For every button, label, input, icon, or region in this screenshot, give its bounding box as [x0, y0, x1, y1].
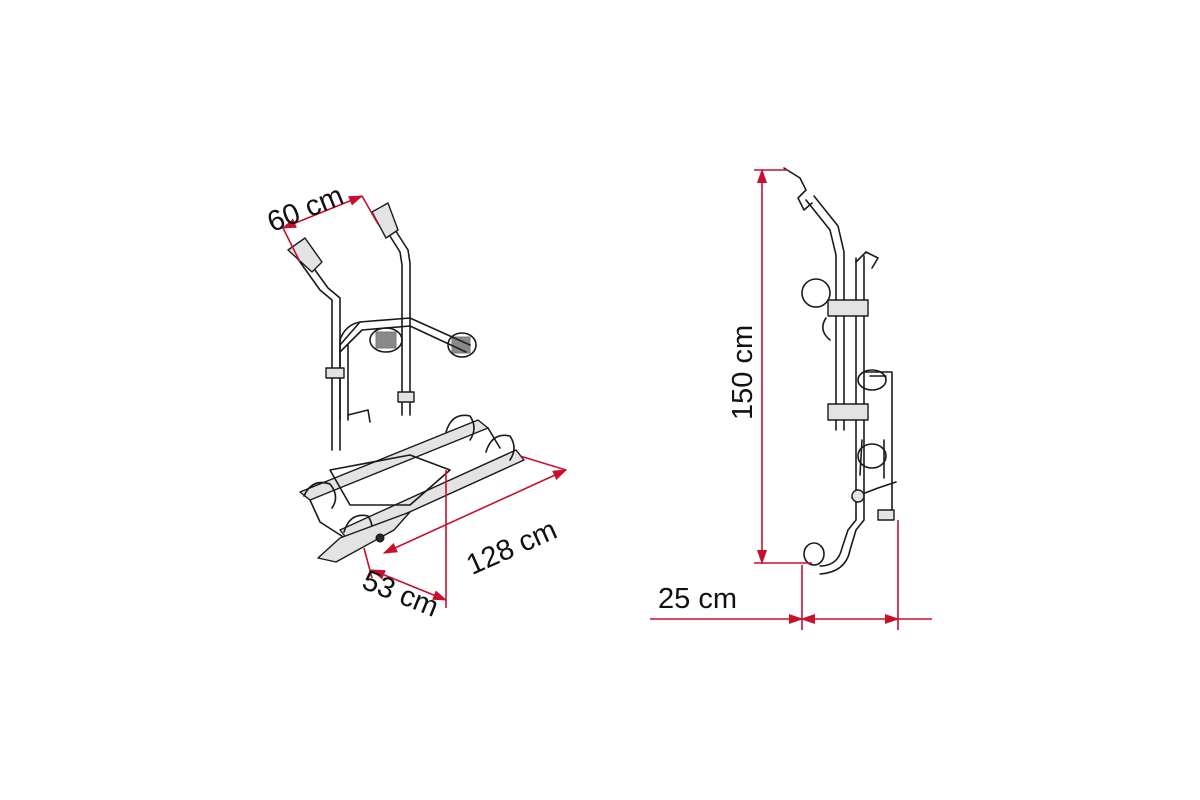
right-upright-bracket — [397, 391, 415, 403]
right-mid-strap — [447, 332, 477, 358]
depth-dimension-line — [370, 569, 448, 601]
width-top-extension-right — [361, 195, 379, 225]
rack-side-view — [783, 167, 897, 575]
lower-pivot — [851, 489, 865, 503]
side-top-hook — [783, 167, 813, 211]
mid-cross-brace — [339, 317, 471, 353]
length-extension — [519, 455, 567, 471]
side-top-knob — [855, 251, 879, 269]
side-support-column — [819, 255, 865, 575]
rear-right-wheel-strap — [445, 414, 475, 441]
depth-label: 53 cm — [358, 564, 443, 623]
left-upright-tube — [294, 251, 341, 451]
height-label: 150 cm — [727, 325, 759, 420]
side-dimensions: 150 cm 25 cm — [650, 168, 932, 630]
left-upright-bracket — [325, 367, 345, 379]
arm-lower-cradle — [857, 443, 887, 469]
arm-upper-cradle — [857, 369, 887, 391]
rack-perspective-view — [287, 202, 525, 563]
length-dimension-line — [382, 469, 568, 554]
side-bike-arm — [863, 371, 893, 516]
right-mid-clamp — [451, 336, 471, 354]
width-top-dimension-line — [281, 195, 364, 229]
lower-clamp-block — [827, 403, 869, 421]
width-top-extension-left — [282, 227, 301, 263]
arm-cradle-posts — [859, 439, 885, 479]
right-top-hook — [371, 202, 399, 239]
left-top-hook — [287, 237, 323, 273]
front-right-wheel-strap — [485, 434, 515, 461]
lower-latch — [877, 509, 895, 521]
width-top-label: 60 cm — [263, 180, 348, 239]
hanger-arm — [347, 409, 371, 423]
upper-clamp-block — [827, 299, 869, 317]
upper-strap — [801, 278, 831, 308]
side-main-upright — [805, 195, 845, 431]
depth-extension-left — [363, 547, 373, 579]
length-label: 128 cm — [462, 514, 562, 582]
swing-arm-pivot — [375, 533, 385, 543]
side-bottom-foot — [803, 542, 825, 566]
left-mid-clamp — [375, 331, 397, 349]
rear-left-wheel-strap — [303, 481, 337, 509]
offset-label: 25 cm — [658, 583, 737, 615]
upper-strap-tail — [822, 317, 831, 341]
left-loop-frame — [339, 321, 361, 421]
left-mid-strap — [369, 327, 403, 353]
